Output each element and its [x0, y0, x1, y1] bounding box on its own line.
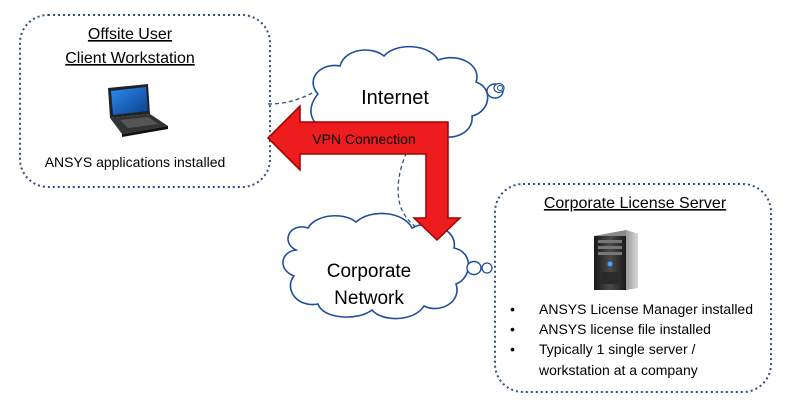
offsite-title-line1: Offsite User: [88, 26, 173, 43]
bullet-2-marker: •: [510, 321, 515, 337]
offsite-user-box: Offsite User Client Workstation ANSYS ap…: [19, 14, 271, 188]
laptop-icon: [108, 84, 168, 137]
bullet-1-marker: •: [510, 301, 515, 317]
vpn-label: VPN Connection: [312, 131, 416, 147]
bullet-3-marker: •: [510, 341, 515, 357]
connector-offsite-internet: [267, 89, 319, 105]
offsite-caption: ANSYS applications installed: [45, 154, 226, 170]
offsite-title-line2: Client Workstation: [65, 50, 195, 67]
license-server-box: Corporate License Server • ANSYS License…: [494, 183, 772, 393]
vpn-connection-arrow: VPN Connection: [266, 104, 462, 242]
server-tower-icon: [594, 230, 638, 290]
corporate-network-cloud: Corporate Network: [282, 212, 493, 320]
corporate-label-line2: Network: [334, 288, 404, 309]
internet-label: Internet: [361, 87, 429, 109]
bullet-1: ANSYS License Manager installed: [539, 301, 753, 317]
corporate-label-line1: Corporate: [327, 261, 412, 282]
bullet-2: ANSYS license file installed: [539, 321, 711, 337]
server-title: Corporate License Server: [544, 195, 727, 212]
bullet-3: Typically 1 single server /: [539, 341, 696, 357]
server-bullets: • ANSYS License Manager installed • ANSY…: [510, 301, 753, 378]
bullet-3-continued: workstation at a company: [538, 362, 698, 378]
